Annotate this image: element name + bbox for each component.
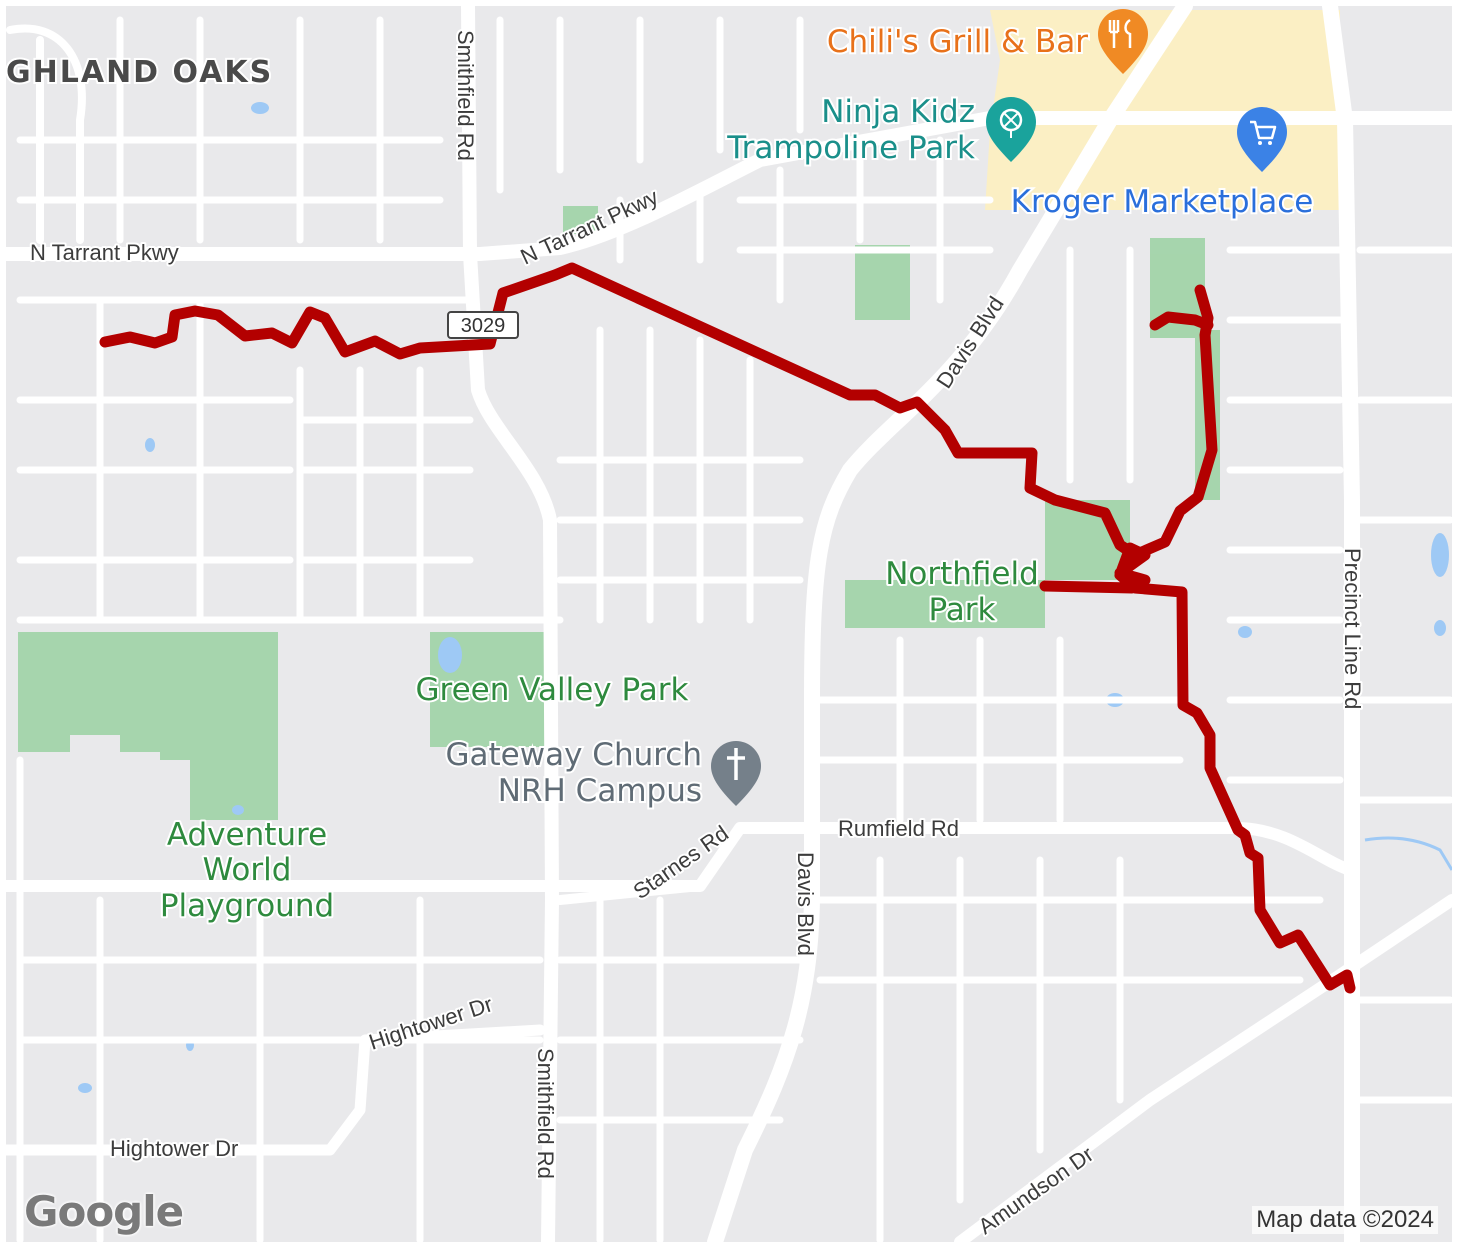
ninja-kidz-label-line2[interactable]: Trampoline Park bbox=[724, 128, 977, 168]
gateway-church-label-line2[interactable]: NRH Campus bbox=[496, 771, 704, 811]
route-segment-west bbox=[99, 262, 1218, 561]
ninja-kidz-label-line1[interactable]: Ninja Kidz bbox=[819, 92, 977, 132]
route-segment-spur-north bbox=[1149, 311, 1214, 331]
map-attribution: Map data ©2024 bbox=[1252, 1206, 1438, 1234]
map-canvas[interactable]: 3029 N Tarrant Pkwy N Tarrant Pkwy Smith… bbox=[6, 6, 1452, 1242]
poi-chilis[interactable]: Chili's Grill & Bar bbox=[825, 9, 1148, 74]
adventure-world-park-area bbox=[18, 632, 278, 820]
gateway-church-label-line1[interactable]: Gateway Church bbox=[444, 735, 705, 775]
poi-ninja-kidz[interactable]: Ninja Kidz Trampoline Park bbox=[724, 92, 1036, 168]
amundson-dr-road bbox=[954, 894, 1452, 1242]
amusement-pin-icon[interactable] bbox=[986, 97, 1036, 162]
northfield-park-area bbox=[845, 500, 1130, 628]
rumfield-rd-label: Rumfield Rd bbox=[838, 816, 959, 841]
poi-gateway-church[interactable]: Gateway Church NRH Campus bbox=[444, 735, 762, 811]
northfield-park-label-line2: Park bbox=[929, 592, 996, 628]
hightower-dr-road bbox=[6, 1024, 546, 1156]
highland-oaks-area-label: GHLAND OAKS bbox=[6, 55, 273, 90]
route-3029-shield: 3029 bbox=[447, 311, 519, 339]
church-pin-icon[interactable] bbox=[711, 741, 761, 806]
park-pocket-tarrant bbox=[563, 206, 598, 234]
adventure-world-label-line2: World bbox=[203, 852, 292, 888]
major-roads bbox=[6, 6, 1452, 1242]
poi-kroger[interactable]: Kroger Marketplace bbox=[1009, 107, 1316, 222]
hightower-dr-label-west: Hightower Dr bbox=[110, 1136, 238, 1161]
precinct-line-rd-label: Precinct Line Rd bbox=[1340, 548, 1365, 709]
chilis-label[interactable]: Chili's Grill & Bar bbox=[825, 22, 1090, 62]
northfield-park-label-line1: Northfield bbox=[885, 556, 1039, 592]
precinct-line-rd-road bbox=[1322, 6, 1360, 1242]
park-labels: Green Valley Park Northfield Park Advent… bbox=[158, 554, 1041, 926]
smithfield-rd-label-south: Smithfield Rd bbox=[533, 1048, 558, 1179]
route-segment-northfield bbox=[1039, 542, 1356, 994]
minor-streets bbox=[16, 16, 1452, 1242]
map-view[interactable]: 3029 N Tarrant Pkwy N Tarrant Pkwy Smith… bbox=[6, 6, 1452, 1242]
park-pocket-north bbox=[855, 245, 910, 320]
google-logo: Google bbox=[24, 1187, 184, 1236]
davis-blvd-road bbox=[707, 6, 1193, 1242]
smithfield-rd-label-north: Smithfield Rd bbox=[453, 30, 478, 161]
n-tarrant-pkwy-road bbox=[6, 111, 1452, 261]
green-valley-park-label: Green Valley Park bbox=[415, 672, 688, 708]
smithfield-rd-road bbox=[461, 6, 559, 1242]
highland-curves bbox=[6, 24, 86, 244]
route-track bbox=[99, 262, 1356, 994]
rumfield-rd-road bbox=[6, 822, 1356, 892]
adventure-world-label-line1: Adventure bbox=[167, 817, 327, 853]
davis-blvd-label-south: Davis Blvd bbox=[793, 852, 818, 956]
adventure-world-label-line3: Playground bbox=[160, 888, 334, 924]
route-shield-text: 3029 bbox=[461, 315, 506, 337]
n-tarrant-pkwy-label-west: N Tarrant Pkwy bbox=[30, 240, 179, 265]
restaurant-pin-icon[interactable] bbox=[1098, 9, 1148, 74]
kroger-label[interactable]: Kroger Marketplace bbox=[1009, 182, 1316, 222]
shopping-cart-pin-icon[interactable] bbox=[1237, 107, 1287, 172]
starnes-rd-road bbox=[555, 881, 705, 905]
